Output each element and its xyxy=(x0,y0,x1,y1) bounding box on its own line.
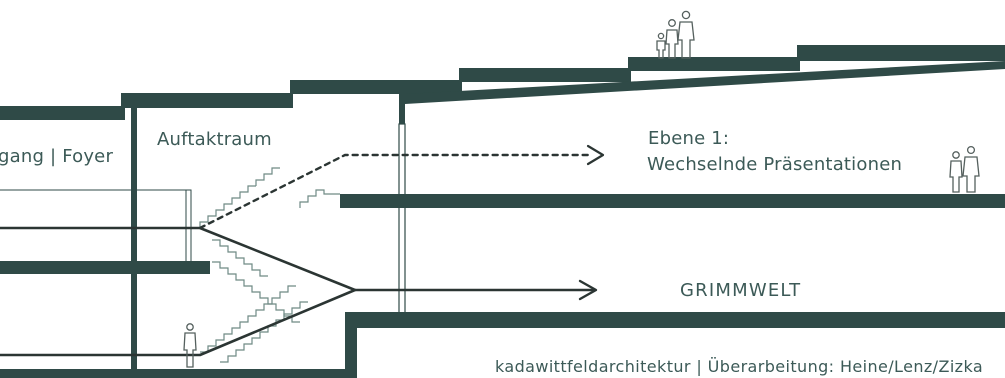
route-to-ebene-1 xyxy=(198,153,592,230)
label-wechselnde-praesentationen: Wechselnde Präsentationen xyxy=(647,154,903,175)
floor-slabs xyxy=(0,194,1005,378)
credit-text: kadawittfeldarchitektur | Überarbeitung:… xyxy=(495,357,984,376)
roof-structure xyxy=(0,45,1005,120)
route-to-grimmwelt xyxy=(0,226,357,357)
slab-bottom xyxy=(0,369,350,378)
slab-left-middle xyxy=(0,261,210,274)
arrow-right-icon xyxy=(586,144,605,166)
stair-icon xyxy=(199,167,340,363)
slab-ebene-1 xyxy=(340,194,1005,208)
arrow-right-icon xyxy=(578,279,598,301)
grimmwelt-wall xyxy=(345,312,357,378)
label-grimmwelt: GRIMMWELT xyxy=(680,280,802,301)
path-lines xyxy=(0,144,605,357)
label-foyer: gang | Foyer xyxy=(0,146,114,167)
label-ebene-1: Ebene 1: xyxy=(648,128,730,149)
slab-grimmwelt xyxy=(345,312,1005,328)
label-auftaktraum: Auftaktraum xyxy=(157,129,272,150)
person-figure-icon xyxy=(183,10,980,368)
